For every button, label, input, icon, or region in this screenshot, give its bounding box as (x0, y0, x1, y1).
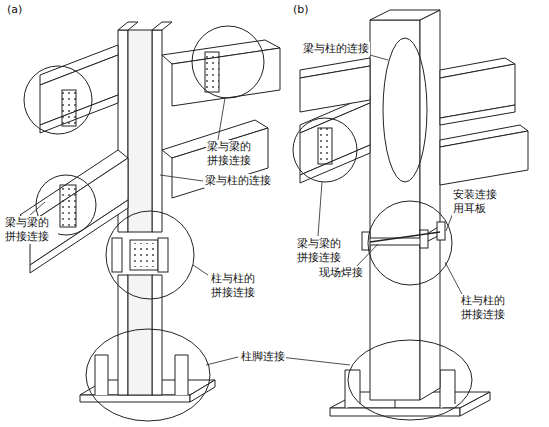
callout-label: 柱与柱的拼接连接 (210, 272, 264, 300)
callout-label: 安装连接用耳板 (452, 188, 506, 216)
callout-label: 梁与梁的拼接连接 (4, 216, 58, 244)
callout-label: 现场焊接 (318, 266, 364, 280)
callout-label: 梁与柱的连接 (302, 42, 370, 56)
callout-label: 梁与梁的拼接连接 (296, 237, 350, 265)
callout-label: 柱与柱的拼接连接 (460, 294, 514, 322)
callout-label: 柱脚连接 (240, 350, 286, 364)
figure-tag: (a) (6, 3, 23, 17)
callout-label: 梁与梁的拼接连接 (206, 140, 260, 168)
figure-tag: (b) (292, 3, 310, 17)
callout-label: 梁与柱的连接 (204, 174, 272, 188)
